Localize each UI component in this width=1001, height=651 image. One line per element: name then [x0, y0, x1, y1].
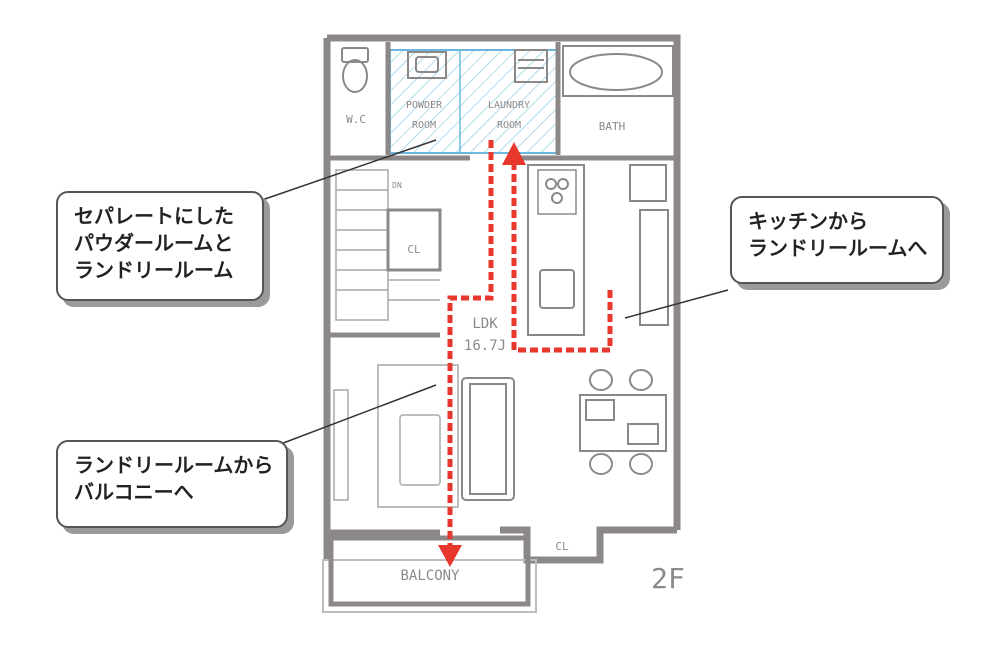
closet-stairs-label: CL — [407, 243, 421, 256]
callout-kitchen-line-2: ランドリールームへ — [748, 236, 928, 260]
laundry-room-label-1: LAUNDRY — [488, 100, 530, 111]
kitchen-counter — [527, 164, 669, 336]
staircase — [335, 169, 442, 321]
route-laundry-to-balcony — [447, 140, 494, 545]
leader-lines — [261, 139, 729, 446]
bathtub-icon — [562, 45, 674, 97]
washing-machine-icon — [514, 49, 548, 83]
callout-powder-laundry-line-2: パウダールームと — [74, 231, 234, 255]
stair-dn-label: DN — [392, 181, 402, 190]
powder-room-label-1: POWDER — [406, 100, 443, 111]
balcony — [322, 535, 537, 613]
walls — [323, 34, 681, 564]
rug — [377, 364, 459, 508]
callout-kitchen-to-laundry: キッチンから ランドリールームへ — [730, 196, 944, 284]
dining-table — [579, 369, 667, 475]
callout-kitchen-line-1: キッチンから — [748, 209, 868, 233]
callout-balcony-line-1: ランドリールームから — [74, 453, 274, 477]
balcony-label: BALCONY — [400, 568, 460, 584]
laundry-room-label-2: ROOM — [497, 120, 521, 131]
arrow-head-up — [502, 142, 526, 165]
toilet-icon — [341, 47, 369, 93]
callout-laundry-to-balcony: ランドリールームから バルコニーへ — [56, 440, 288, 528]
callout-powder-laundry-line-1: セパレートにした — [74, 204, 234, 228]
interior-walls — [327, 42, 677, 338]
ldk-label: LDK — [472, 316, 498, 332]
callout-powder-laundry-line-3: ランドリールーム — [74, 258, 234, 282]
bath-label: BATH — [599, 120, 626, 133]
callout-balcony-line-2: バルコニーへ — [74, 480, 194, 504]
powder-room-label-2: ROOM — [412, 120, 436, 131]
arrow-head-down — [438, 545, 462, 567]
tv-board — [333, 389, 349, 501]
wc-label: W.C — [346, 113, 366, 126]
route-kitchen-to-laundry — [511, 165, 613, 353]
callout-powder-laundry: セパレートにした パウダールームと ランドリールーム — [56, 191, 264, 301]
floor-label: 2F — [651, 562, 685, 595]
closet-balcony-label: CL — [555, 540, 569, 553]
sofa — [461, 377, 515, 501]
ldk-size-label: 16.7J — [464, 338, 506, 354]
sink-icon — [407, 51, 447, 79]
